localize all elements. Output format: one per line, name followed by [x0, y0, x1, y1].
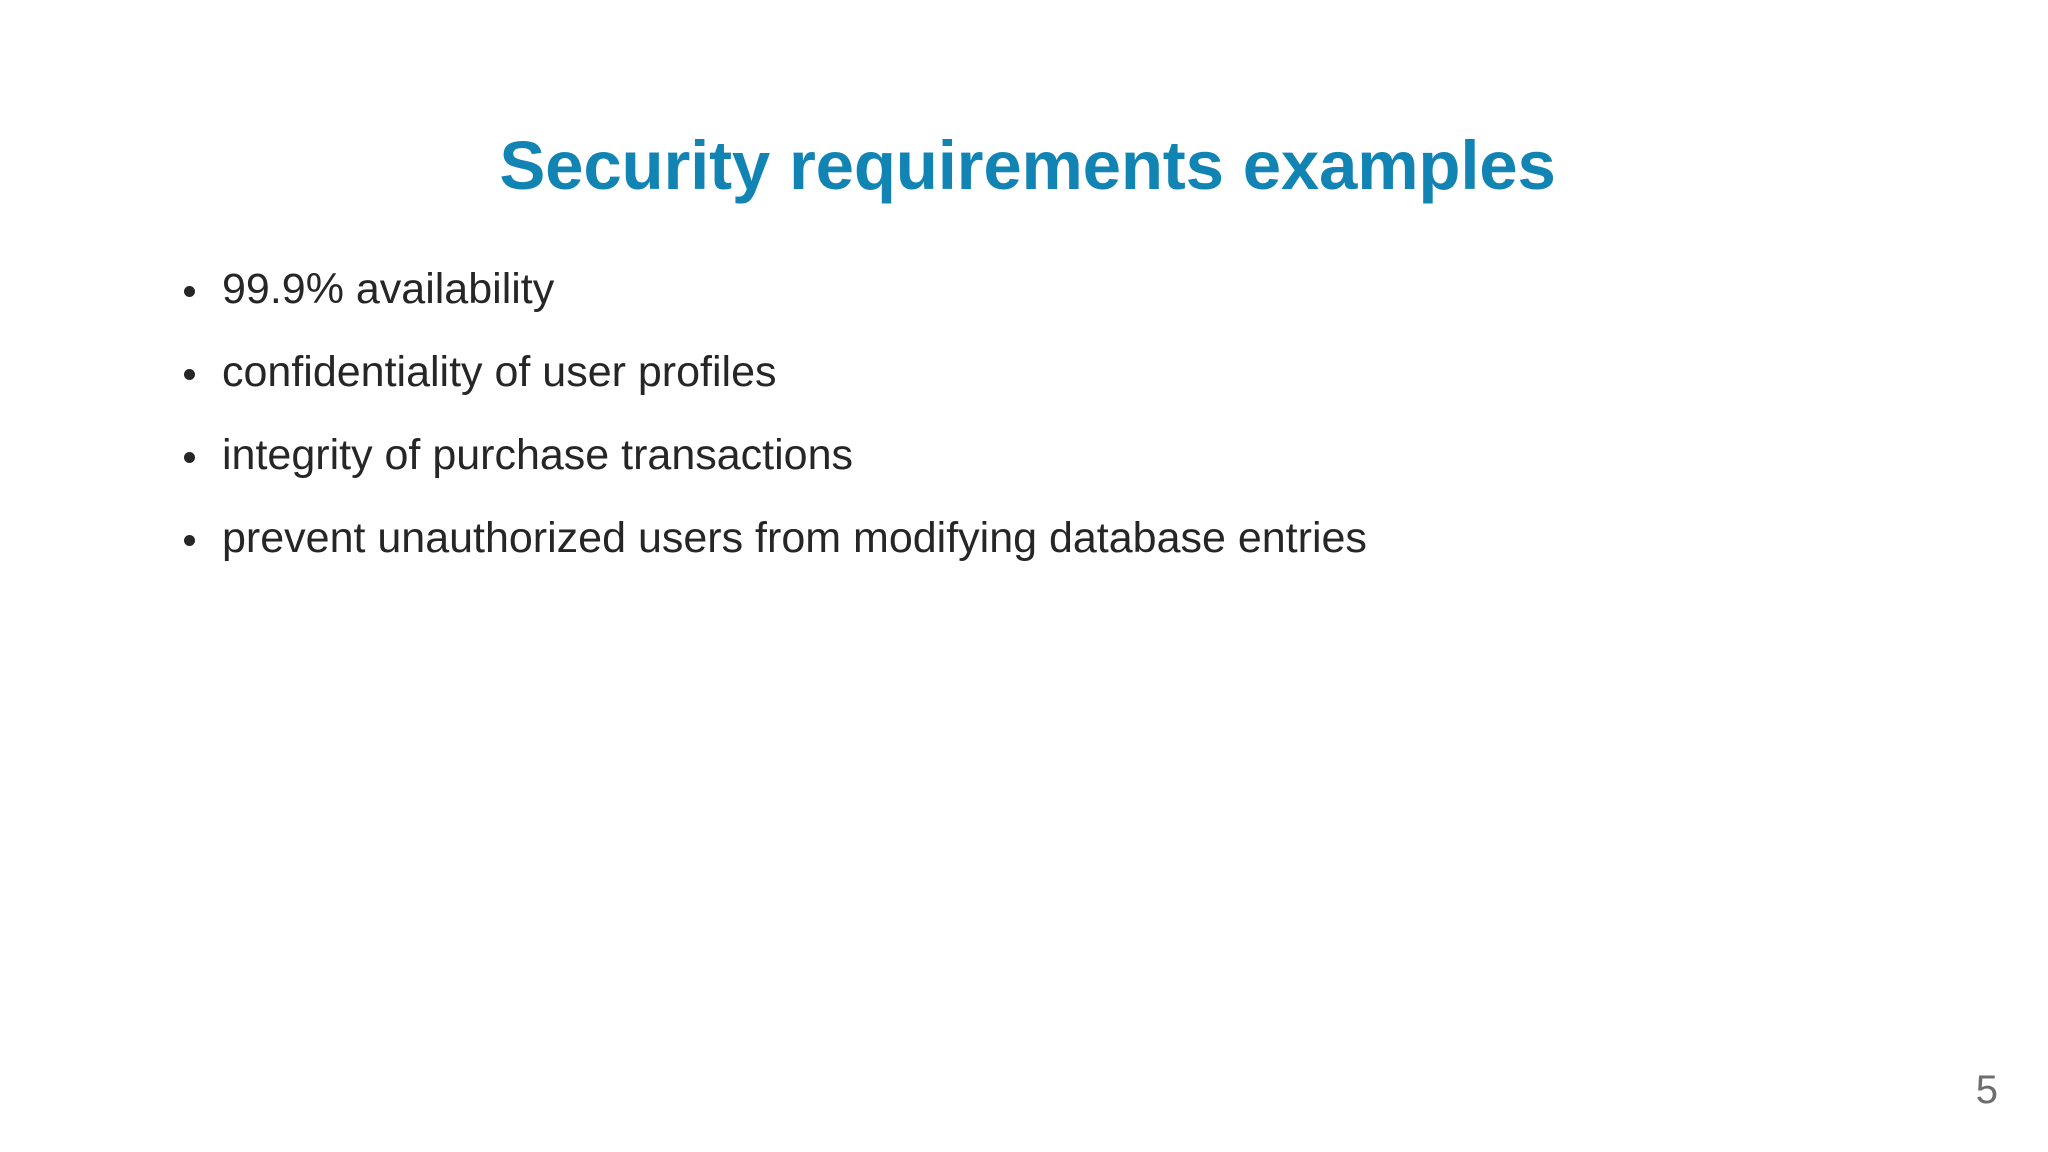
page-number: 5 — [1975, 1068, 1998, 1112]
bullet-list: 99.9% availability confidentiality of us… — [178, 268, 1938, 560]
list-item: integrity of purchase transactions — [178, 434, 1938, 477]
list-item-label: integrity of purchase transactions — [222, 431, 853, 479]
bullet-point-icon — [184, 535, 195, 546]
list-item-label: prevent unauthorized users from modifyin… — [222, 514, 1367, 562]
bullet-point-icon — [184, 452, 195, 463]
list-item-label: 99.9% availability — [222, 265, 555, 313]
list-item: confidentiality of user profiles — [178, 351, 1938, 394]
bullet-point-icon — [184, 369, 195, 380]
bullet-point-icon — [184, 286, 195, 297]
page-title: Security requirements examples — [499, 127, 1556, 204]
list-item: prevent unauthorized users from modifyin… — [178, 517, 1938, 560]
list-item-label: confidentiality of user profiles — [222, 348, 777, 396]
list-item: 99.9% availability — [178, 268, 1938, 311]
